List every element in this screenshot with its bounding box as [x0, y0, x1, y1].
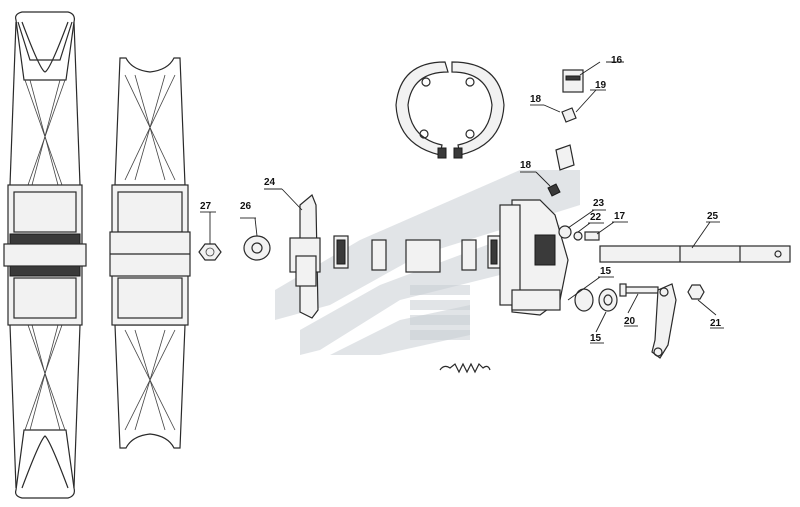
- callout-20: 20: [624, 316, 636, 327]
- callout-15-upper: 15: [600, 266, 612, 277]
- callout-27: 27: [200, 201, 212, 212]
- callout-19: 19: [595, 80, 607, 91]
- callout-25: 25: [707, 211, 719, 222]
- part-15-washers: [574, 288, 618, 312]
- part-26-washer: [243, 235, 271, 261]
- callout-23: 23: [593, 198, 605, 209]
- hub-components: [333, 235, 501, 273]
- brake-lever: [651, 283, 677, 359]
- callout-18-lower: 18: [520, 160, 532, 171]
- small-fasteners: [558, 225, 600, 241]
- part-21-nut: [687, 284, 705, 300]
- callout-labels: 16 18 19 18 24 27 26 23 22 17 25 15 15 2…: [200, 55, 722, 344]
- leader-lines: [200, 61, 724, 344]
- callout-16: 16: [611, 55, 623, 66]
- part-20-bolt: [619, 283, 659, 297]
- wheel-front-view: [3, 11, 87, 499]
- part-27-nut: [198, 243, 222, 261]
- callout-22: 22: [590, 212, 602, 223]
- callout-26: 26: [240, 201, 252, 212]
- part-25-axle: [599, 245, 791, 263]
- part-24-brake-plate: [289, 194, 321, 319]
- callout-21: 21: [710, 318, 722, 329]
- callout-24: 24: [264, 177, 276, 188]
- callout-18-upper: 18: [530, 94, 542, 105]
- brake-spring: [439, 362, 491, 374]
- brake-shoes: [395, 61, 505, 159]
- callout-15-lower: 15: [590, 333, 602, 344]
- brake-housing: [499, 199, 569, 316]
- cam-parts: [547, 69, 584, 197]
- wheel-side-view: [109, 57, 191, 449]
- callout-17: 17: [614, 211, 626, 222]
